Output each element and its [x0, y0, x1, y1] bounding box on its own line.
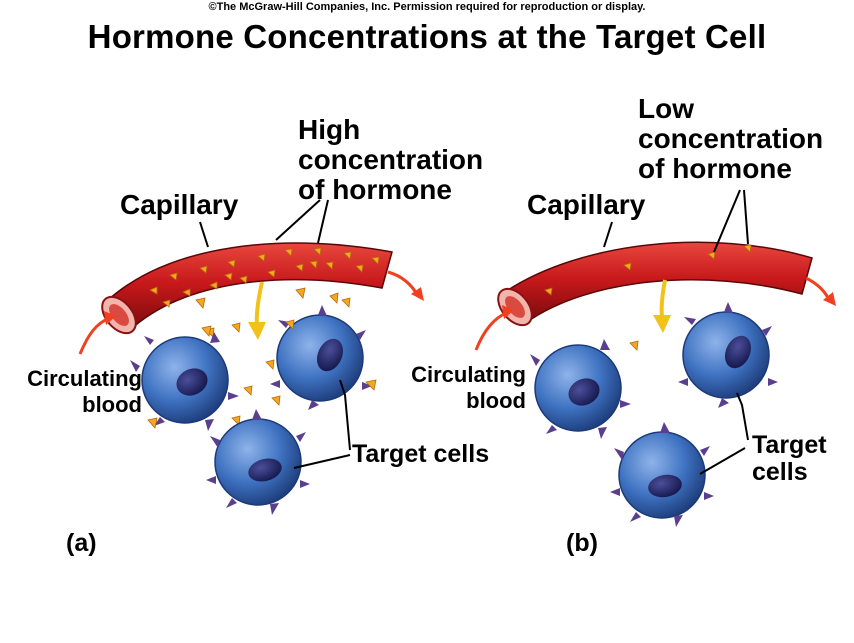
panel-b-circulating-label: Circulating blood [384, 362, 526, 414]
panel-a-concentration-label: High concentration of hormone [298, 115, 483, 205]
diffusion-arrow-a [254, 281, 264, 327]
copyright-notice: ©The McGraw-Hill Companies, Inc. Permiss… [208, 1, 646, 13]
leader-lines-a [199, 199, 351, 469]
leader-lines-b [603, 189, 749, 475]
panel-b-circulating-line1: Circulating [411, 362, 526, 387]
panel-a-target-label: Target cells [352, 440, 490, 468]
panel-b-concentration-line3: of hormone [638, 153, 792, 184]
diffusion-arrow-a-head [248, 322, 266, 340]
figure-title: Hormone Concentrations at the Target Cel… [87, 18, 767, 55]
target-cell-a3 [206, 409, 310, 515]
bound-hormones-a [147, 319, 377, 429]
panel-b-capillary-label: Capillary [527, 189, 646, 220]
panel-a-circulating-line2: blood [82, 392, 142, 417]
panel-b-concentration-line1: Low [638, 93, 694, 124]
panel-a-concentration-line2: concentration [298, 144, 484, 175]
panel-b-label: (b) [566, 529, 598, 557]
target-cell-b2 [678, 302, 778, 408]
flow-arrow-out-a-head [411, 287, 424, 301]
flow-arrow-in-a-head [104, 311, 116, 325]
panel-b-target-label: Target cells [752, 432, 827, 486]
panel-b-concentration-label: Low concentration of hormone [638, 94, 823, 184]
panel-b-concentration-line2: concentration [638, 123, 824, 154]
target-cell-b1 [530, 339, 631, 439]
capillary-b [497, 241, 813, 327]
panel-a-capillary-label: Capillary [120, 189, 239, 220]
free-hormones-a [195, 287, 351, 426]
panel-a-concentration-line3: of hormone [298, 174, 452, 205]
diffusion-arrow-b-head [653, 315, 671, 333]
free-hormones-b [629, 340, 639, 351]
panel-a-label: (a) [66, 529, 97, 557]
diffusion-arrow-b [659, 279, 667, 319]
target-cell-a2 [270, 305, 372, 410]
flow-arrow-in-b-head [502, 305, 514, 319]
capillary-a [101, 242, 393, 335]
target-cell-a1 [130, 332, 239, 431]
panel-b-circulating-line2: blood [466, 388, 526, 413]
panel-a-art [78, 199, 424, 515]
flow-arrow-in-a [78, 316, 111, 355]
panel-b-target-line2: cells [752, 458, 808, 486]
target-cell-b3 [610, 422, 714, 527]
panel-b-art [474, 189, 836, 527]
panel-a-concentration-line1: High [298, 114, 361, 145]
hormones-in-vessel-b [544, 244, 752, 296]
hormones-in-vessel-a [149, 247, 380, 308]
panel-a-circulating-label: Circulating blood [0, 366, 142, 418]
panel-b-target-line1: Target [752, 431, 827, 459]
flow-arrow-in-b [474, 310, 509, 351]
flow-arrow-out-b-head [823, 292, 836, 306]
panel-a-circulating-line1: Circulating [27, 366, 142, 391]
